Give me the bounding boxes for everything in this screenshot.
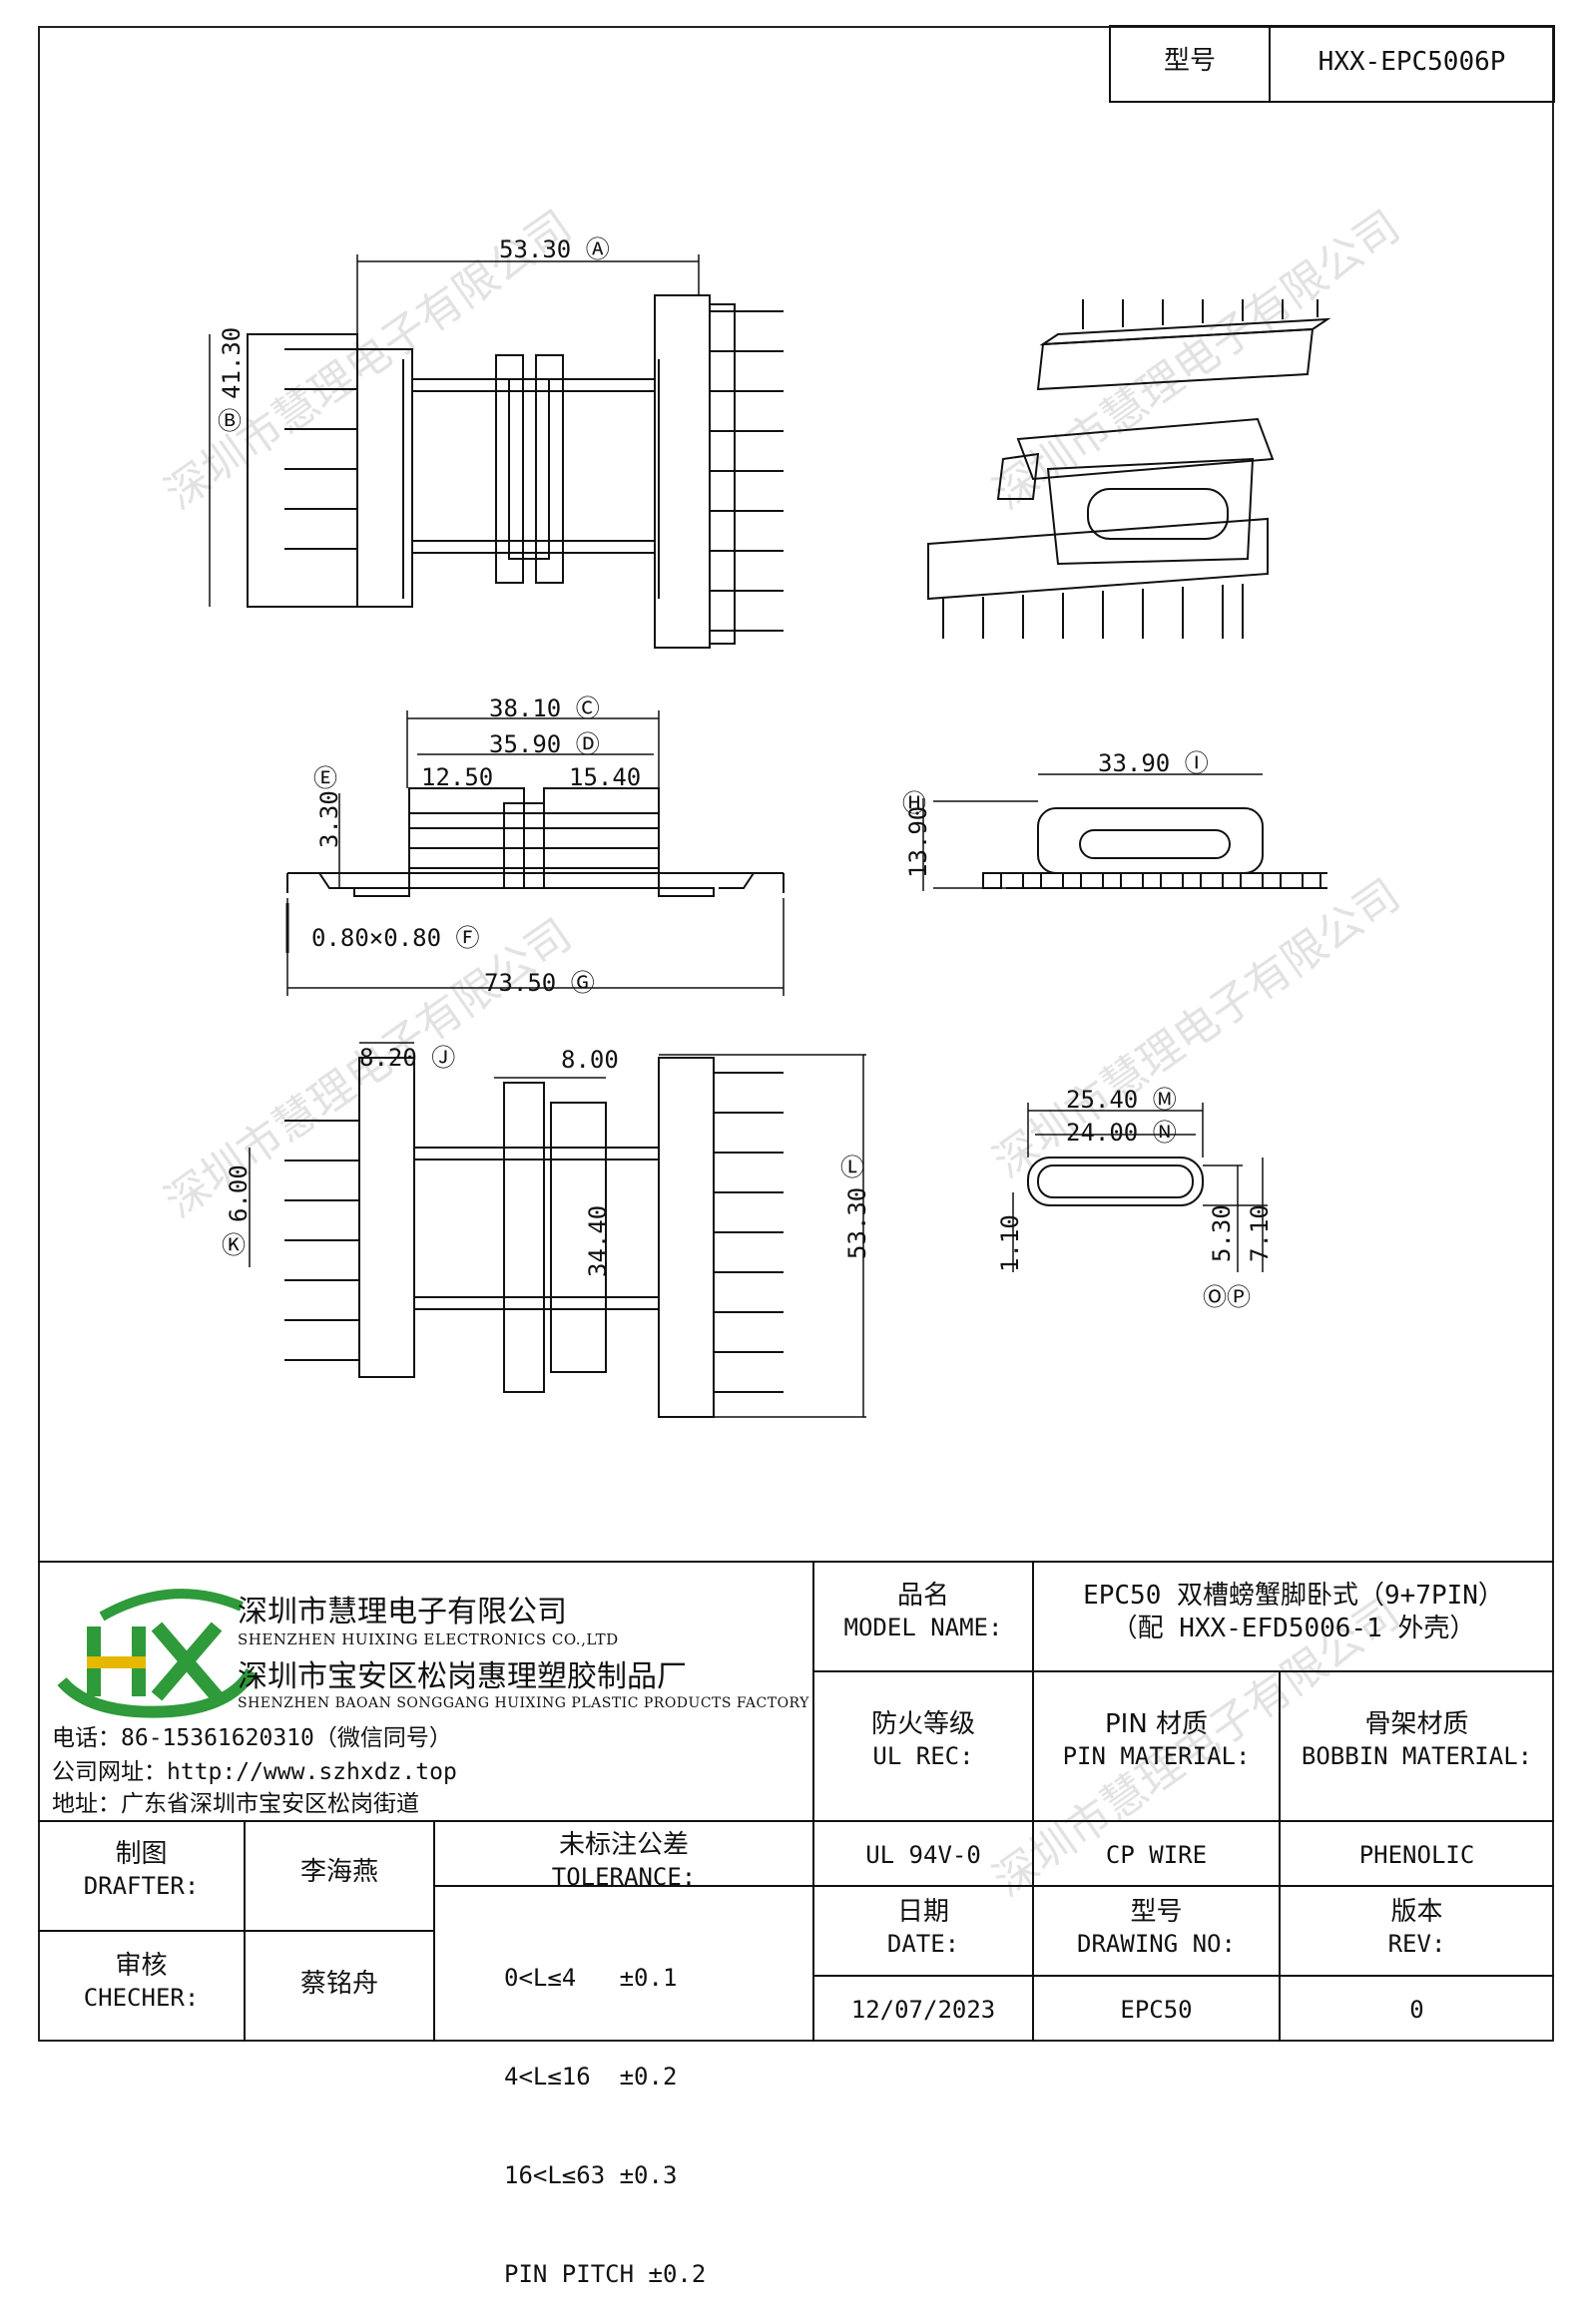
dim-I: 33.90 Ⓘ xyxy=(1098,749,1209,777)
bottom-view xyxy=(249,1042,866,1418)
tolerance-row: 0<L≤4 ±0.1 xyxy=(504,1964,678,1992)
model-value: HXX-EPC5006P xyxy=(1318,47,1506,77)
section-view xyxy=(1012,1103,1268,1272)
revision-label: 版本 REV: xyxy=(1387,1897,1446,1958)
top-view xyxy=(209,254,784,649)
dim-L-tag: Ⓛ xyxy=(840,1154,864,1181)
bottom-left-pins xyxy=(284,1120,359,1361)
dim-slot-2: 15.40 xyxy=(569,763,642,791)
fire-rating-value: UL 94V-0 xyxy=(865,1841,981,1869)
checker-label: 审核 CHECHER: xyxy=(83,1951,200,2012)
drawing-no-label: 型号 DRAWING NO: xyxy=(1077,1897,1236,1958)
bottom-right-pins xyxy=(714,1072,784,1393)
company-phone: 电话：86-15361620310（微信同号） xyxy=(52,1725,452,1751)
tolerance-label: 未标注公差 TOLERANCE: xyxy=(551,1830,697,1891)
product-name-value: EPC50 双槽螃蟹脚卧式（9+7PIN） （配 HXX-EFD5006-1 外… xyxy=(1083,1581,1504,1643)
dim-F: 0.80×0.80 Ⓕ xyxy=(311,924,480,952)
tolerance-row: PIN PITCH ±0.2 xyxy=(504,2260,707,2288)
isometric-top-pins xyxy=(1082,299,1319,329)
title-block-grid xyxy=(38,1561,1554,2042)
product-name-label: 品名 MODEL NAME: xyxy=(843,1581,1003,1641)
dim-C: 38.10 Ⓒ xyxy=(489,695,600,722)
date-label: 日期 DATE: xyxy=(886,1897,960,1958)
dim-G: 73.50 Ⓖ xyxy=(484,969,595,997)
dim-L: 53.30 xyxy=(843,1186,871,1259)
model-label: 型号 xyxy=(1163,46,1216,76)
model-header-box xyxy=(1109,25,1555,103)
right-pins xyxy=(710,310,784,632)
left-pins xyxy=(284,348,357,550)
dim-D: 35.90 Ⓓ xyxy=(489,730,600,758)
factory-name-en: SHENZHEN BAOAN SONGGANG HUIXING PLASTIC … xyxy=(238,1695,809,1711)
dim-B-tag: Ⓑ xyxy=(218,407,242,435)
side-view-pins xyxy=(982,872,1321,889)
fire-rating-label: 防火等级 UL REC: xyxy=(870,1709,975,1770)
drafter-label: 制图 DRAFTER: xyxy=(83,1839,200,1900)
side-view xyxy=(922,773,1327,891)
bobbin-material-value: PHENOLIC xyxy=(1358,1841,1475,1869)
company-logo xyxy=(57,1589,258,1718)
company-name-cn: 深圳市慧理电子有限公司 xyxy=(238,1595,567,1629)
dim-O: 5.30 xyxy=(1208,1204,1236,1262)
factory-name-cn: 深圳市宝安区松岗惠理塑胶制品厂 xyxy=(238,1659,687,1694)
dim-H-tag: Ⓗ xyxy=(902,789,926,817)
dim-H: 13.90 xyxy=(904,805,932,878)
pin-material-value: CP WIRE xyxy=(1105,1841,1208,1869)
dim-1-10: 1.10 xyxy=(996,1214,1024,1272)
drawing-no-value: EPC50 xyxy=(1120,1996,1193,2024)
dim-OP-tags: ⓄⓅ xyxy=(1203,1283,1251,1311)
bobbin-material-label: 骨架材质 BOBBIN MATERIAL: xyxy=(1301,1709,1533,1770)
isometric-view xyxy=(927,299,1331,639)
dim-A: 53.30 Ⓐ xyxy=(499,235,610,263)
dim-M: 25.40 Ⓜ xyxy=(1066,1086,1177,1114)
drafter-name: 李海燕 xyxy=(299,1857,378,1887)
tolerance-row: 16<L≤63 ±0.3 xyxy=(504,2161,678,2189)
pin-material-label: PIN 材质 PIN MATERIAL: xyxy=(1062,1709,1251,1770)
dim-J: 8.20 Ⓙ xyxy=(359,1044,456,1072)
tolerance-list: 0<L≤4 ±0.1 4<L≤16 ±0.2 16<L≤63 ±0.3 PIN … xyxy=(504,1896,706,2324)
front-view xyxy=(285,710,785,996)
drawing-sheet xyxy=(38,26,1554,2042)
dim-E: 3.30 xyxy=(315,790,343,848)
checker-name: 蔡铭舟 xyxy=(299,1969,378,1999)
revision-value: 0 xyxy=(1409,1996,1424,2024)
company-address: 地址：广东省深圳市宝安区松岗街道 xyxy=(52,1791,419,1817)
isometric-bottom-pins xyxy=(942,584,1244,639)
dim-P: 7.10 xyxy=(1246,1204,1274,1262)
company-website: 公司网址：http://www.szhxdz.top xyxy=(52,1759,457,1785)
dim-K: 6.00 xyxy=(225,1164,253,1222)
dim-K-tag: Ⓚ xyxy=(222,1231,246,1259)
dim-N: 24.00 Ⓝ xyxy=(1066,1119,1177,1147)
dim-B: 41.30 xyxy=(218,326,246,399)
date-value: 12/07/2023 xyxy=(850,1996,996,2024)
dim-slot-1: 12.50 xyxy=(421,763,494,791)
dim-8: 8.00 xyxy=(561,1046,619,1074)
company-name-en: SHENZHEN HUIXING ELECTRONICS CO.,LTD xyxy=(238,1630,619,1648)
dim-34: 34.40 xyxy=(584,1204,612,1277)
tolerance-row: 4<L≤16 ±0.2 xyxy=(504,2063,678,2091)
dim-E-tag: Ⓔ xyxy=(313,764,337,792)
technical-drawing xyxy=(38,25,1555,2042)
